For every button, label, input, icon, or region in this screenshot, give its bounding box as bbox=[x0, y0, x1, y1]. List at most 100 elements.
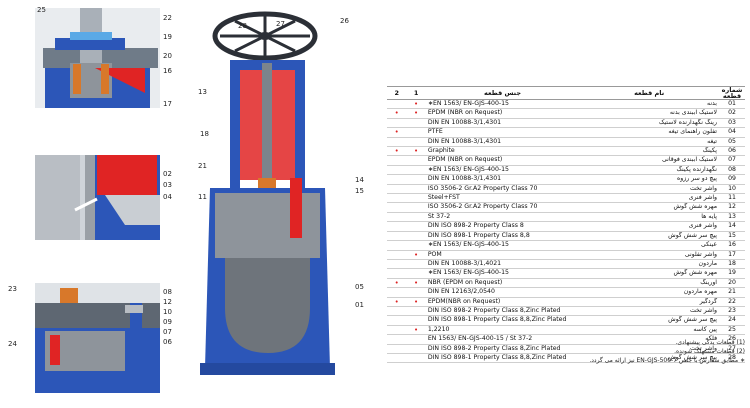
callout-01: 01 bbox=[355, 301, 364, 309]
part-name-cell: پیچ سر شش گوش bbox=[579, 353, 720, 364]
part-name-cell: پایه ها bbox=[579, 212, 720, 223]
part-number-cell: 16 bbox=[719, 240, 745, 251]
col1-mark bbox=[406, 221, 426, 232]
detail-seal-illustration bbox=[35, 155, 160, 240]
col1-mark bbox=[406, 118, 426, 129]
material-cell: POM bbox=[425, 250, 580, 260]
part-name-cell: بدنه bbox=[579, 99, 720, 110]
col1-mark bbox=[406, 353, 426, 364]
part-name-cell: پیچ سر شش گوش bbox=[579, 231, 720, 242]
col2-mark bbox=[387, 99, 407, 110]
callout-14: 14 bbox=[355, 176, 364, 184]
callout-04: 04 bbox=[163, 193, 172, 201]
material-cell: St 37-2 bbox=[425, 212, 580, 223]
col2-mark bbox=[387, 344, 407, 354]
part-number-cell: 20 bbox=[719, 278, 745, 289]
part-number-cell: 02 bbox=[719, 108, 745, 119]
part-number-cell: 11 bbox=[719, 193, 745, 204]
col1-mark bbox=[406, 268, 426, 279]
col2-mark: • bbox=[387, 278, 407, 289]
col2-mark bbox=[387, 315, 407, 326]
col2-mark bbox=[387, 202, 407, 213]
callout-08: 08 bbox=[163, 288, 172, 296]
callout-05: 05 bbox=[355, 283, 364, 291]
part-number-cell: 27 bbox=[719, 344, 745, 354]
col2-mark bbox=[387, 118, 407, 129]
col1-mark: • bbox=[406, 108, 426, 119]
callout-18: 18 bbox=[200, 130, 209, 138]
callout-19: 19 bbox=[163, 33, 172, 41]
callout-25: 25 bbox=[37, 6, 46, 14]
material-cell: ∗EN 1563/ EN-GJS-400-15 bbox=[425, 165, 580, 176]
material-cell: ISO 3506-2 Gr.A2 Property Class 70 bbox=[425, 184, 580, 195]
note-spare-parts: (1) قطعات یدکی پیشنهادی. bbox=[675, 339, 745, 346]
col2-mark bbox=[387, 212, 407, 223]
col1-mark: • bbox=[406, 250, 426, 260]
callout-03: 03 bbox=[163, 181, 172, 189]
material-cell: ∗EN 1563/ EN-GJS-400-15 bbox=[425, 268, 580, 279]
part-number-cell: 24 bbox=[719, 315, 745, 326]
material-cell: EPDM(NBR on Request) bbox=[425, 297, 580, 307]
material-cell: DIN EN 10088-3/1,4301 bbox=[425, 118, 580, 129]
material-cell: ∗EN 1563/ EN-GJS-400-15 bbox=[425, 99, 580, 110]
callout-23: 23 bbox=[8, 285, 17, 293]
header-part-number: شماره قطعه bbox=[719, 86, 745, 100]
detail-top-illustration bbox=[35, 8, 160, 108]
part-name-cell: لاستیک آببندی فوقانی bbox=[579, 155, 720, 166]
material-cell: ∗EN 1563/ EN-GJS-400-15 bbox=[425, 240, 580, 251]
col1-mark: • bbox=[406, 297, 426, 307]
header-col-2: 2 bbox=[387, 86, 407, 100]
callout-21: 21 bbox=[198, 162, 207, 170]
valve-main-illustration bbox=[190, 8, 370, 403]
col1-mark bbox=[406, 315, 426, 326]
col1-mark bbox=[406, 174, 426, 185]
part-number-cell: 04 bbox=[719, 127, 745, 138]
col1-mark bbox=[406, 306, 426, 317]
part-name-cell: واشر تخت bbox=[579, 344, 720, 354]
part-number-cell: 07 bbox=[719, 155, 745, 166]
part-name-cell: مهره شش گوش bbox=[579, 202, 720, 213]
part-number-cell: 26 bbox=[719, 334, 745, 345]
callout-12: 12 bbox=[163, 298, 172, 306]
col1-mark bbox=[406, 344, 426, 354]
callout-11: 11 bbox=[198, 193, 207, 201]
callout-26: 26 bbox=[340, 17, 349, 25]
col1-mark: • bbox=[406, 99, 426, 110]
col2-mark bbox=[387, 240, 407, 251]
callout-02: 02 bbox=[163, 170, 172, 178]
part-name-cell: پیچ سر شش گوش bbox=[579, 315, 720, 326]
material-cell: DIN EN 10088-3/1,4301 bbox=[425, 174, 580, 185]
part-number-cell: 05 bbox=[719, 137, 745, 148]
col2-mark bbox=[387, 231, 407, 242]
material-cell: NBR (EPDM on Request) bbox=[425, 278, 580, 289]
col2-mark bbox=[387, 325, 407, 336]
col2-mark bbox=[387, 221, 407, 232]
material-cell: EN 1563/ EN-GJS-400-15 / St 37-2 bbox=[425, 334, 580, 345]
note-material-option: ∗ مطابق سفارش با جنس EN-GJS-500-7 نیز ار… bbox=[589, 357, 745, 364]
col1-mark bbox=[406, 240, 426, 251]
parts-table: 2 1 جنس قطعه نام قطعه شماره قطعه •∗EN 15… bbox=[387, 86, 745, 364]
part-name-cell: تفلون راهنمای تیغه bbox=[579, 127, 720, 138]
callout-07: 07 bbox=[163, 328, 172, 336]
material-cell: EPDM (NBR on Request) bbox=[425, 155, 580, 166]
part-name-cell: اورینگ bbox=[579, 278, 720, 289]
callout-09: 09 bbox=[163, 318, 172, 326]
part-name-cell: واشر تخت bbox=[579, 306, 720, 317]
part-number-cell: 03 bbox=[719, 118, 745, 129]
material-cell: DIN ISO 898-1 Property Class 8,8 bbox=[425, 231, 580, 242]
part-name-cell: مهره شش گوش bbox=[579, 268, 720, 279]
header-material: جنس قطعه bbox=[425, 86, 580, 100]
callout-20: 20 bbox=[163, 52, 172, 60]
col1-mark bbox=[406, 212, 426, 223]
part-number-cell: 19 bbox=[719, 268, 745, 279]
part-number-cell: 14 bbox=[719, 221, 745, 232]
callout-22: 22 bbox=[163, 14, 172, 22]
